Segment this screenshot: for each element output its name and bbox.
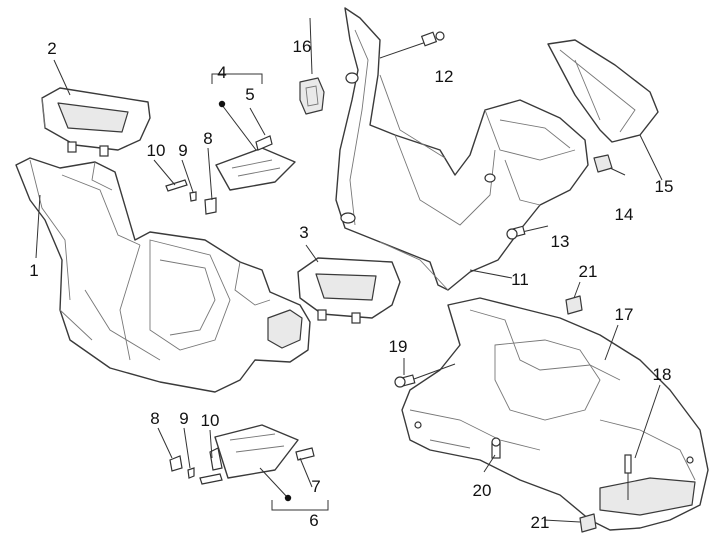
part-19-screw	[394, 363, 456, 388]
callout-4: 4	[217, 63, 226, 82]
part-1-handlebar-front-cover	[15, 157, 311, 393]
part-21-clip-lower	[579, 513, 597, 533]
part-2-tray	[41, 87, 151, 157]
callout-13: 13	[551, 232, 570, 251]
part-15-side-panel	[547, 39, 659, 143]
part-11-inner-frame	[335, 7, 589, 291]
callout-3: 3	[299, 223, 308, 242]
part-8-9-10-clips-lower	[169, 447, 223, 485]
part-5-lid-plate	[215, 135, 296, 191]
part-16-grommet	[299, 77, 325, 115]
callout-19: 19	[389, 337, 408, 356]
part-3-tray	[297, 257, 401, 324]
callout-5: 5	[245, 85, 254, 104]
callout-14: 14	[615, 205, 634, 224]
callout-7: 7	[311, 477, 320, 496]
reference-dots	[218, 100, 292, 502]
part-21-clip-upper	[565, 295, 583, 315]
callout-21-upper: 21	[579, 262, 598, 281]
part-12-screw	[379, 31, 445, 59]
part-18-screw	[624, 454, 632, 500]
callout-10-lower: 10	[201, 411, 220, 430]
callout-9-lower: 9	[179, 409, 188, 428]
part-14-clip	[593, 154, 613, 173]
callout-16: 16	[293, 37, 312, 56]
callout-21-lower: 21	[531, 513, 550, 532]
callout-15: 15	[655, 177, 674, 196]
part-17-rear-shield	[401, 297, 709, 531]
callout-8-upper: 8	[203, 129, 212, 148]
part-13-screw	[506, 225, 549, 240]
leader-lines	[35, 17, 663, 523]
callout-12: 12	[435, 67, 454, 86]
callout-10-upper: 10	[147, 141, 166, 160]
part-20-screw	[491, 437, 501, 459]
callout-20: 20	[473, 481, 492, 500]
callout-labels: 1 2 3 4 5 6 7 8 8 9 9 10 10 11 12 13 14 …	[29, 37, 673, 532]
callout-11: 11	[511, 270, 529, 289]
part-8-9-10-clips-upper	[165, 179, 217, 215]
callout-9-upper: 9	[178, 141, 187, 160]
callout-18: 18	[653, 365, 672, 384]
callout-1: 1	[29, 261, 38, 280]
part-7-lid-plate	[214, 424, 315, 479]
callout-17: 17	[615, 305, 634, 324]
callout-2: 2	[47, 39, 56, 58]
callout-6: 6	[309, 511, 318, 530]
callout-8-lower: 8	[150, 409, 159, 428]
